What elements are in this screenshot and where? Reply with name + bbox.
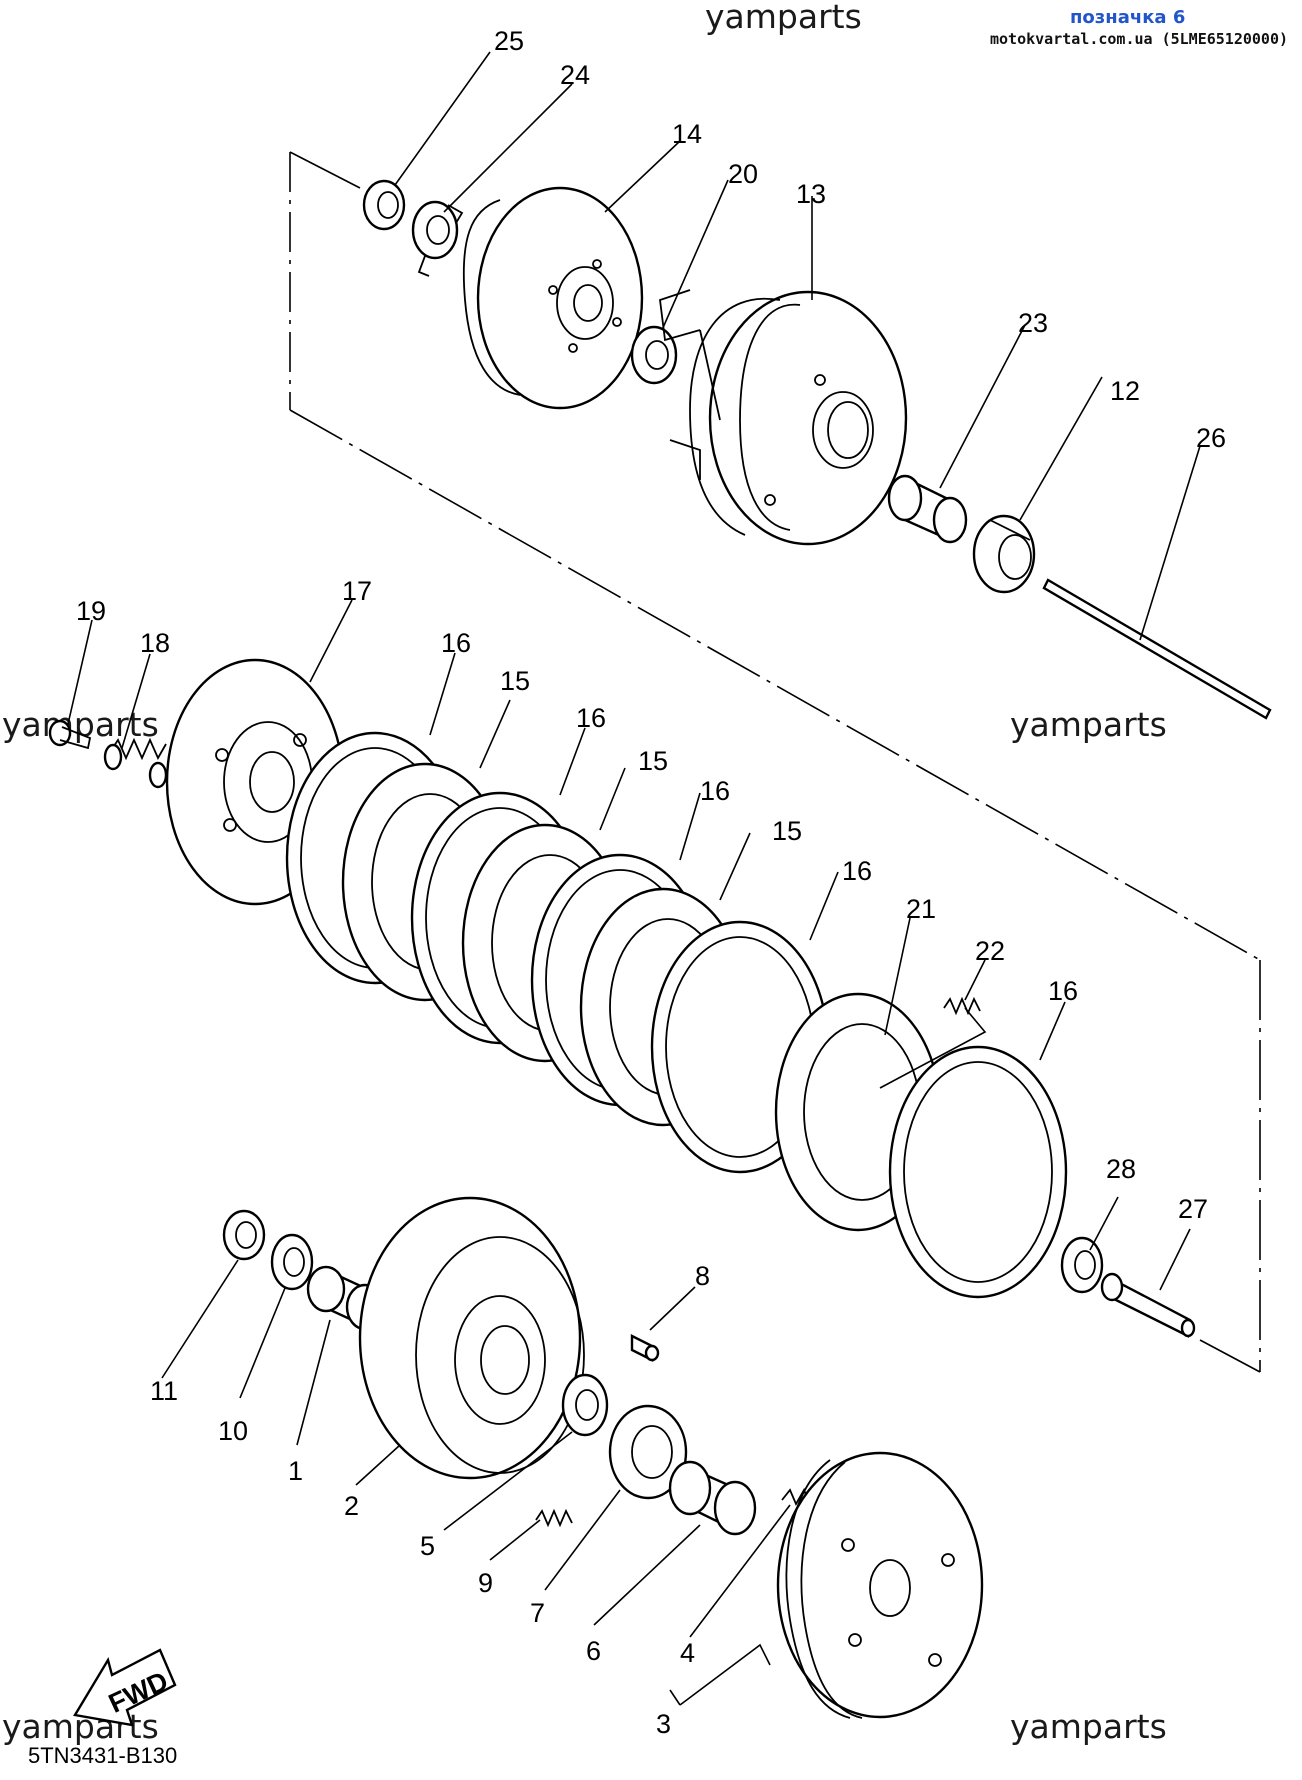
watermark: yamparts [2,705,159,744]
callout-14: 14 [672,119,702,149]
part-14-clutch-boss [462,186,644,410]
part-26-push-rod [1042,578,1272,720]
callout-26: 26 [1196,423,1226,453]
callout-labels: 25 24 14 20 13 23 12 26 19 18 17 16 15 1… [76,26,1226,1739]
callout-6: 6 [586,1636,601,1666]
callout-1: 1 [288,1456,303,1486]
callout-17: 17 [342,576,372,606]
callout-9: 9 [478,1568,493,1598]
watermark: yamparts [705,0,862,36]
callout-11: 11 [150,1376,178,1406]
part-6-bearing [668,1460,757,1536]
part-27-push-rod [1100,1272,1196,1338]
callout-15: 15 [772,816,802,846]
part-13-primary-driven-gear [659,289,908,546]
callout-23: 23 [1018,308,1048,338]
callout-16: 16 [576,703,606,733]
diagram-code: 5TN3431-B130 [28,1743,177,1768]
callout-20: 20 [728,159,758,189]
callout-15: 15 [638,746,668,776]
part-20-thrust-washer [630,325,678,385]
fwd-arrow-icon: FWD [73,1648,177,1727]
callout-21: 21 [906,894,936,924]
part-7-one-way-clutch [608,1404,688,1500]
callout-13: 13 [796,179,826,209]
part-28-bearing [1060,1236,1104,1294]
callout-24: 24 [560,60,590,90]
part-9-spring [535,1508,573,1528]
part-2-clutch-housing [358,1196,585,1480]
part-5-washer [561,1373,609,1437]
callout-16: 16 [700,776,730,806]
callout-16: 16 [441,628,471,658]
leader-lines [67,51,1201,1706]
part-12-bearing [972,514,1036,594]
part-22-spring [943,996,981,1016]
callout-10: 10 [218,1416,248,1446]
callout-12: 12 [1110,376,1140,406]
callout-7: 7 [530,1598,545,1628]
callout-3: 3 [656,1709,671,1739]
callout-18: 18 [140,628,170,658]
callout-15: 15 [500,666,530,696]
callout-25: 25 [494,26,524,56]
callout-16: 16 [1048,976,1078,1006]
callout-27: 27 [1178,1194,1208,1224]
part-23-spacer [887,474,968,544]
callout-2: 2 [344,1491,359,1521]
callout-22: 22 [975,936,1005,966]
callout-19: 19 [76,596,106,626]
callout-16: 16 [842,856,872,886]
watermark: yamparts [1010,705,1167,744]
part-24-lock-washer [411,200,464,277]
callout-5: 5 [420,1531,435,1561]
callout-4: 4 [680,1638,695,1668]
part-11-nut [222,1209,266,1261]
part-18-spring [103,737,168,789]
part-8-pin [630,1334,660,1362]
part-3-clutch-carrier [776,1451,984,1719]
assembly-outline [289,151,1261,1373]
part-16-friction-plate [888,1045,1068,1299]
part-25-nut [362,179,406,231]
watermark: yamparts [1010,1707,1167,1746]
part-19-bolt [48,719,92,750]
part-10-washer [270,1233,314,1291]
callout-28: 28 [1106,1154,1136,1184]
designation-label: позначка 6 [1070,7,1185,28]
site-reference: motokvartal.com.ua (5LME65120000) [990,30,1288,48]
callout-8: 8 [695,1261,710,1291]
